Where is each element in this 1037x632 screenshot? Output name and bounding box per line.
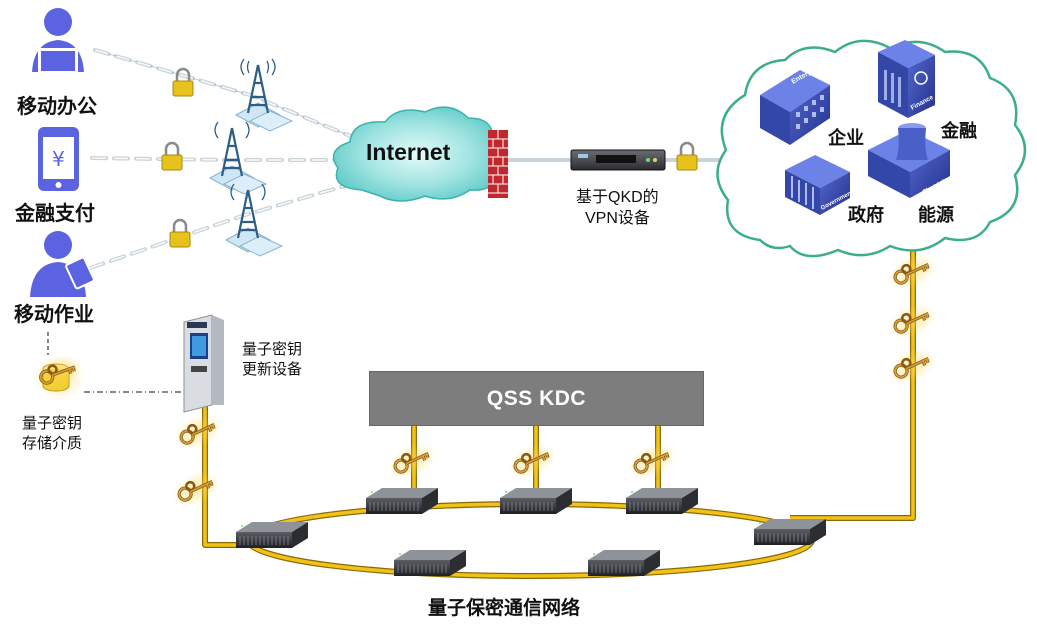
quantum-server-icon [236, 522, 308, 548]
quantum-server-icon [588, 550, 660, 576]
internet-cloud-icon [332, 106, 503, 202]
lock-icon [172, 67, 194, 97]
energy-building-icon: Electricity [868, 123, 951, 198]
finance-building-icon: Finance [878, 40, 935, 118]
key-icon [507, 442, 557, 480]
enterprise-building-icon: Enterprise [760, 62, 830, 145]
mobile-work-user-icon [30, 231, 95, 297]
government-label: 政府 [848, 205, 884, 225]
vpn-label-line1: 基于QKD的 [576, 189, 659, 206]
finance-label: 金融 [941, 121, 977, 141]
tower-1-icon [234, 58, 294, 132]
key-icon [387, 442, 437, 480]
vpn-label-line2: VPN设备 [585, 210, 650, 227]
kdc-label: QSS KDC [486, 386, 587, 410]
quantum-server-icon [626, 488, 698, 514]
internet-label: Internet [366, 139, 451, 165]
energy-label: 能源 [918, 205, 954, 225]
servers [236, 488, 826, 576]
key-icon [887, 347, 937, 385]
cell-towers [208, 58, 294, 257]
government-building-icon: Government [785, 155, 854, 215]
firewall-icon [488, 130, 508, 198]
yen-symbol: ¥ [52, 147, 65, 171]
key-icon [32, 355, 84, 391]
mobile-work-label: 移动作业 [14, 304, 94, 326]
locks [161, 67, 698, 248]
enterprise-label: 企业 [828, 128, 864, 148]
mobile-office-user-icon [32, 8, 84, 74]
key-storage-label-line2: 存储介质 [22, 435, 83, 452]
lock-icon [161, 141, 183, 171]
key-update-label-line1: 量子密钥 [242, 341, 303, 358]
kdc-box: QSS KDC [369, 371, 704, 426]
key-storage-label-line1: 量子密钥 [22, 415, 83, 432]
keys [32, 253, 937, 508]
key-update-label-line2: 更新设备 [242, 361, 303, 378]
quantum-server-icon [366, 488, 438, 514]
key-icon [173, 413, 223, 451]
key-icon [887, 302, 937, 340]
tower-2-icon [208, 121, 268, 195]
vpn-device-icon [570, 149, 666, 171]
mobile-office-label: 移动办公 [17, 96, 97, 118]
finance-payment-label: 金融支付 [15, 203, 95, 225]
tower-3-icon [224, 183, 284, 257]
key-icon [171, 470, 221, 508]
lock-icon [169, 218, 191, 248]
quantum-server-icon [754, 519, 826, 545]
payment-phone-icon: ¥ [38, 127, 79, 191]
key-update-terminal-icon [183, 314, 224, 413]
lock-icon [676, 141, 698, 171]
key-icon [887, 253, 937, 291]
quantum-server-icon [394, 550, 466, 576]
quantum-server-icon [500, 488, 572, 514]
network-label: 量子保密通信网络 [428, 598, 581, 619]
key-icon [627, 442, 677, 480]
